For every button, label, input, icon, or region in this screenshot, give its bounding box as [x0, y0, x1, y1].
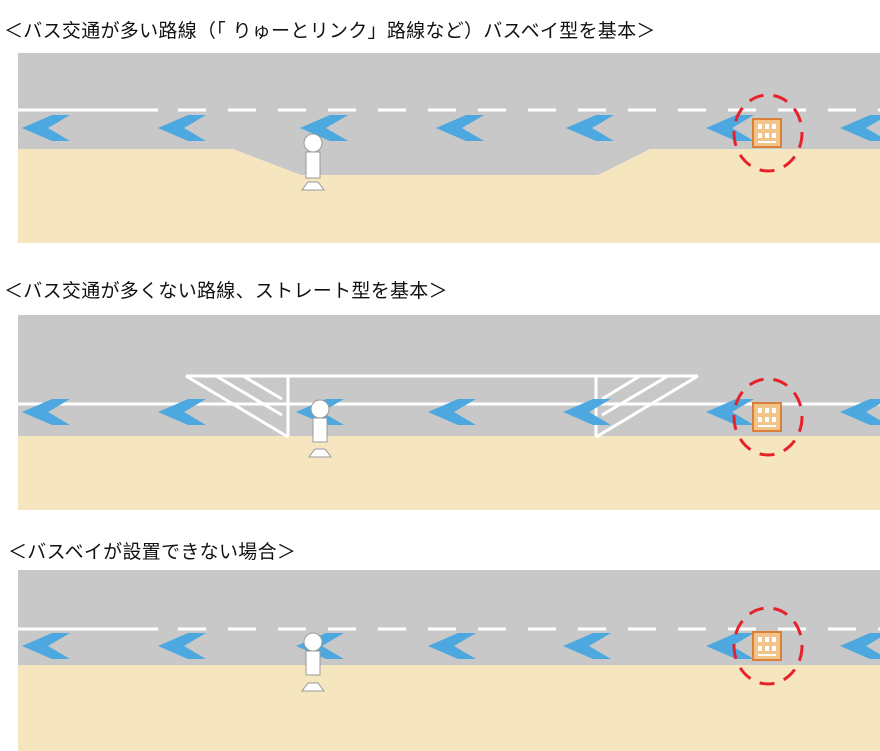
bus-shelter-sign-icon	[752, 631, 782, 661]
chevron-left-icon	[158, 115, 206, 141]
bus-shelter-sign-icon	[752, 402, 782, 432]
chevron-left-icon	[706, 115, 754, 141]
dashed-circle-icon	[732, 606, 804, 686]
bus-stop-pole-icon	[301, 133, 325, 191]
panel-3-caption: ＜バスベイが設置できない場合＞	[8, 541, 297, 563]
chevron-left-icon	[428, 399, 476, 425]
chevron-left-icon	[22, 399, 70, 425]
chevron-left-icon	[706, 633, 754, 659]
panel-2-diagram	[18, 315, 880, 510]
bus-stop-pole-icon	[308, 399, 332, 458]
dashed-circle-icon	[732, 377, 804, 457]
traffic-arrows	[22, 115, 880, 141]
chevron-left-icon	[22, 115, 70, 141]
panel-3-diagram	[18, 570, 880, 751]
zebra-zone-left	[185, 374, 290, 439]
dashed-circle-icon	[732, 93, 804, 173]
chevron-left-icon	[566, 115, 614, 141]
chevron-left-icon	[840, 633, 880, 659]
traffic-arrows	[22, 399, 880, 425]
panel-2-straight	[18, 315, 880, 510]
chevron-left-icon	[840, 115, 880, 141]
chevron-left-icon	[563, 399, 611, 425]
panel-1-bus-bay	[18, 53, 880, 243]
panel-3-no-bay	[18, 570, 880, 751]
panel-1-caption: ＜バス交通が多い路線（「 りゅーとリンク」路線など）バスベイ型を基本＞	[4, 20, 656, 42]
chevron-left-icon	[158, 399, 206, 425]
chevron-left-icon	[22, 633, 70, 659]
sidewalk	[18, 665, 880, 751]
chevron-left-icon	[706, 399, 754, 425]
panel-2-caption: ＜バス交通が多くない路線、ストレート型を基本＞	[4, 280, 448, 302]
bus-shelter-sign-icon	[752, 118, 782, 148]
chevron-left-icon	[840, 399, 880, 425]
sidewalk	[18, 436, 880, 510]
chevron-left-icon	[158, 633, 206, 659]
bus-stop-pole-icon	[301, 632, 325, 692]
chevron-left-icon	[436, 115, 484, 141]
panel-1-diagram	[18, 53, 880, 243]
chevron-left-icon	[428, 633, 476, 659]
chevron-left-icon	[563, 633, 611, 659]
sidewalk	[18, 149, 880, 243]
chevron-left-icon	[300, 115, 348, 141]
